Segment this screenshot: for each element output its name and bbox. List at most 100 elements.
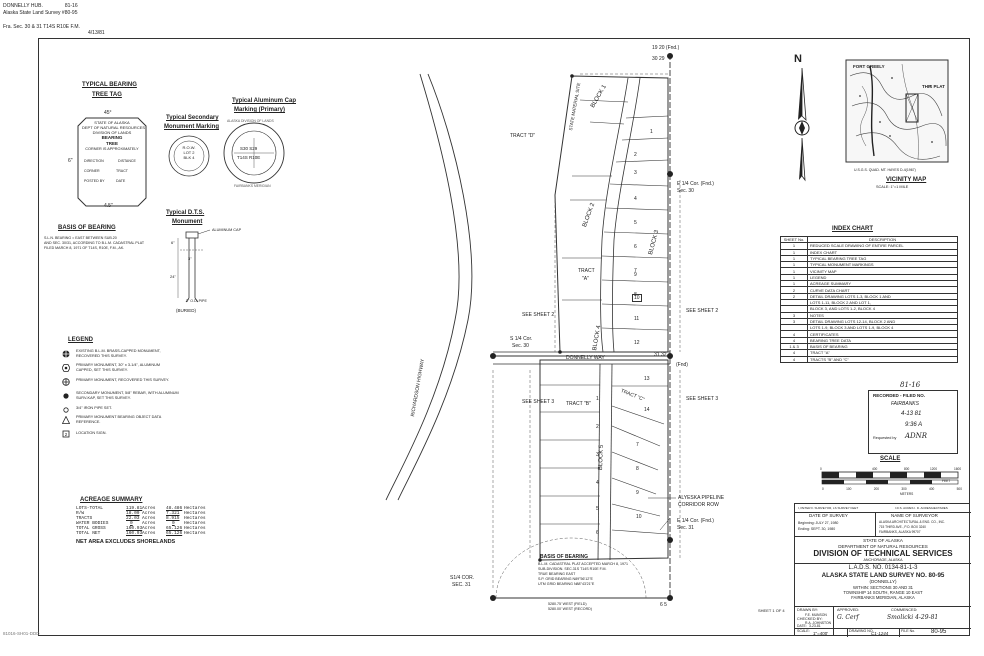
corner-top-label-2: 30 29: [652, 56, 665, 62]
acreage-hectares: 8.915: [166, 516, 180, 521]
basis-map-text-4: S.P. GRID BEARING N89°56'12"E: [538, 577, 593, 581]
title-top-left: I, PETER F. SURVEYOR, LS SURVEY FEET: [798, 506, 859, 510]
acreage-table: LOTS-TOTAL 119.81 Acres 48.486 Hectares …: [76, 506, 226, 536]
secondary-title-2: Monument Marking: [164, 124, 219, 130]
file-no-label: FILE No.: [901, 629, 916, 633]
legend-item-text-2: RECOVERED THIS SURVEY.: [76, 354, 127, 358]
scale-meter-tick: 500: [956, 487, 962, 491]
table-row: LOTS 1-9, BLOCK 3 AND LOTS 1-9, BLOCK 4: [780, 324, 958, 332]
dts-pipe-label: 3" O.D. PIPE: [186, 299, 207, 303]
index-desc-cell: DETAIL DRAWING LOTS 1-3, BLOCK 1 AND: [807, 292, 958, 300]
east-cor-30-label-1: E 1/4 Cor. (Fnd.): [677, 181, 714, 187]
lot-number: 2: [596, 424, 599, 430]
title-within-2: TOWNSHIP 14 SOUTH, RANGE 10 EAST: [843, 589, 923, 595]
scale-meter-ticks: 0 100 200 300 400 500: [822, 486, 962, 492]
surveyor-line-1: ALASKA ARCHITECTURAL & ENG. CO., INC.: [879, 520, 945, 524]
tie-lines: [492, 73, 681, 590]
checked-by-value: R.A. JOHNSTON: [805, 621, 832, 625]
north-arrow-icon: N: [794, 53, 810, 182]
footer-id: 81016-SH01-DDD: [3, 631, 40, 636]
corner-31: 31: [654, 352, 660, 358]
scale-meter-tick: 200: [873, 487, 880, 491]
stamp-handwritten-number: 81-16: [900, 381, 921, 389]
tract-a-label-2: "A": [582, 276, 589, 282]
lot-number: 5: [634, 220, 637, 226]
dts-cap-label: ALUMINUM CAP: [212, 228, 242, 232]
header-line-1: DONNELLY HUB.81-16: [3, 3, 78, 9]
lot-number: 3: [634, 170, 637, 176]
see-sheet-2-left: SEE SHEET 2: [522, 312, 555, 318]
index-desc-cell: BLOCK 3, AND LOTS 1-2, BLOCK 4: [807, 305, 958, 313]
basis-map-text-2: SUB-DIVISION. SEC.31S T14S R10E F.M.: [538, 567, 607, 571]
lot-number: 7: [634, 268, 637, 274]
scale-meter-tick: 0: [822, 487, 824, 491]
cap-title-2: Marking (Primary): [234, 107, 286, 113]
lot-number: 8: [636, 466, 639, 472]
see-sheet-3-right: SEE SHEET 3: [686, 396, 719, 402]
acreage-ha-unit: Hectares: [184, 531, 206, 536]
acreage-acres: 0: [130, 521, 133, 526]
scale-feet-label: FEET: [942, 479, 951, 483]
drawing-frame: [38, 38, 970, 636]
index-desc-cell: NOTES: [807, 311, 958, 319]
triangle-icon: [62, 416, 70, 424]
east-cor-31-label-1: E 1/4 Cor. (Fnd.): [677, 518, 714, 524]
svg-text:2: 2: [65, 432, 68, 437]
title-within-1: WITHIN: SECTIONS 30 AND 31: [852, 584, 914, 590]
surveyor-line-3: FAIRBANKS, ALASKA 99707: [879, 530, 921, 534]
scale-feet-tick-3: 1200: [930, 467, 938, 471]
commenced-label: COMMENCED:: [891, 608, 918, 612]
cap-row-2: T14S R10E: [237, 155, 261, 160]
pipeline-label-1: ALYESKA PIPELINE: [678, 495, 725, 501]
pipeline-label-2: CORRIDOR ROW: [678, 502, 719, 508]
title-top-right: I.D.S. ACRES I. D. ACRES/HECTARES: [895, 506, 948, 510]
acreage-hectares: 65.126: [166, 526, 183, 531]
acreage-label: WATER BODIES: [76, 521, 109, 526]
acreage-acres: 22.03: [126, 516, 140, 521]
table-row: LOTS 1-11, BLOCK 2 AND LOT 1,: [780, 298, 958, 307]
legend-item-text-1: PRIMARY MONUMENT BEARING OBJECT DATA: [76, 415, 162, 419]
acreage-ha-unit: Hectares: [184, 521, 206, 526]
index-sheet-cell: 4: [780, 355, 808, 363]
index-desc-cell: DETAIL DRAWING LOTS 12-14, BLOCK 2 AND: [807, 317, 958, 326]
legend-title: LEGEND: [68, 337, 94, 343]
table-row: BLOCK 3, AND LOTS 1-2, BLOCK 4: [780, 305, 958, 313]
title-survey-no: ALASKA STATE LAND SURVEY NO. 80-95: [821, 572, 945, 579]
quarter-31-label-1: S1/4 COR.: [450, 575, 475, 581]
survey-date-end: Ending: SEPT. 30, 1980: [798, 527, 836, 531]
corner-bottom-label: 6 5: [660, 602, 667, 608]
acreage-row: WATER BODIES 0 Acres 0 Hectares: [76, 521, 226, 526]
scale-meter-tick: 300: [901, 487, 907, 491]
acreage-acres-unit: Acres: [142, 531, 156, 536]
drawing-no-label: DRAWING NO.: [849, 629, 874, 633]
block-5-label: BLOCK 5: [598, 444, 605, 471]
secondary-lines: R.O.W. LOT 2 BLK 4: [173, 145, 205, 160]
acreage-label: LOTS-TOTAL: [76, 506, 104, 511]
scale-value: 1"=400': [813, 631, 829, 636]
basis-map-text-3: TRUE BEARING EAST: [538, 572, 576, 576]
index-desc-cell: TYPICAL BEARING TREE TAG: [807, 254, 958, 263]
index-desc-cell: ACREAGE SUMMARY: [807, 280, 958, 288]
lot-number: 8: [634, 292, 637, 298]
stamp-line-3: 4-13 81: [901, 411, 922, 417]
legend-item-text-2: REFERENCE.: [76, 420, 101, 424]
lot-number: 3: [596, 452, 599, 458]
this-plat-label: THIS PLAT: [922, 84, 945, 89]
header-line-4: 4/13/81: [88, 30, 105, 36]
filled-circle-cross-icon: [62, 350, 70, 358]
corner-32: 32: [660, 352, 667, 358]
corner-6: 6: [660, 602, 663, 608]
dts-dim-3: 3": [188, 256, 192, 261]
acreage-acres: 18.09: [126, 511, 140, 516]
tag-date: DATE: [116, 179, 126, 183]
recording-stamp: RECORDED - FILED NO. FAIRBANKS 4-13 81 9…: [868, 390, 958, 454]
tag-dim-bottom: 4.5": [104, 203, 113, 209]
acreage-note: NET AREA EXCLUDES SHORELANDS: [76, 539, 176, 545]
dts-buried-label: (BURIED): [176, 308, 196, 313]
